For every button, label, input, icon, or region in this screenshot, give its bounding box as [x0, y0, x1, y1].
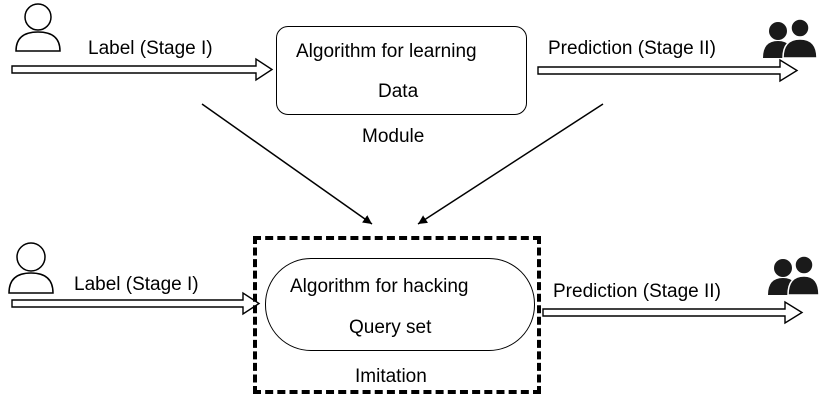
bottom-box-line1: Algorithm for hacking: [290, 276, 469, 297]
user-outline-icon: [15, 3, 61, 52]
hacking-algorithm-box: [265, 258, 535, 351]
connector-arrow: [201, 103, 373, 225]
top-box-line2: Data: [378, 81, 419, 102]
hollow-arrow: [11, 291, 261, 316]
bottom-output-label: Prediction (Stage II): [553, 281, 721, 302]
hollow-arrow: [537, 58, 799, 83]
connector-arrow: [417, 103, 604, 225]
top-box-caption: Module: [362, 126, 425, 147]
bottom-box-caption: Imitation: [355, 366, 427, 387]
users-group-icon: [763, 18, 818, 59]
top-input-label: Label (Stage I): [88, 38, 213, 59]
top-output-label: Prediction (Stage II): [548, 38, 716, 59]
users-group-icon: [768, 255, 819, 296]
bottom-input-label: Label (Stage I): [74, 274, 199, 295]
learning-algorithm-box: [276, 26, 527, 115]
bottom-box-line2: Query set: [349, 317, 432, 338]
top-box-line1: Algorithm for learning: [296, 41, 477, 62]
imitation-dashed-frame: [253, 236, 541, 394]
user-outline-icon: [8, 242, 54, 294]
hollow-arrow: [11, 57, 274, 82]
hollow-arrow: [542, 300, 804, 325]
